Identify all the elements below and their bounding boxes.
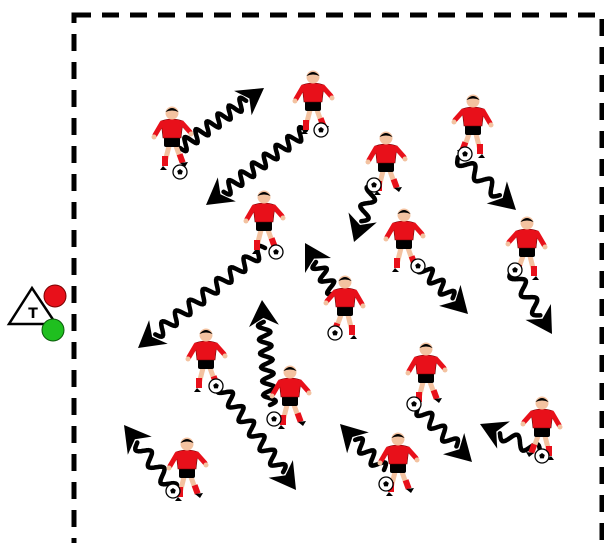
football [269,245,283,259]
football [379,477,393,491]
football [367,178,381,192]
football [314,123,328,137]
player [452,95,494,159]
coach-letter: T [28,306,38,322]
dribble-arrow [417,408,459,446]
arrow-head [526,304,553,334]
football [535,449,549,463]
dribble-arrow [155,246,265,337]
football [209,379,223,393]
green-marker [42,319,64,341]
dribble-arrow [457,157,500,197]
player [293,71,335,135]
player [244,191,286,255]
football [411,259,425,273]
football [166,484,180,498]
dribble-arrow [355,438,386,470]
arrow-head [349,213,377,243]
red-marker [44,285,66,307]
dribble-arrow [180,98,246,151]
player [406,343,448,407]
football [407,397,421,411]
arrow-head [480,421,510,448]
football [508,263,522,277]
football [328,326,342,340]
football [173,165,187,179]
football [458,147,472,161]
football [267,412,281,426]
dribble-arrow [224,127,306,194]
